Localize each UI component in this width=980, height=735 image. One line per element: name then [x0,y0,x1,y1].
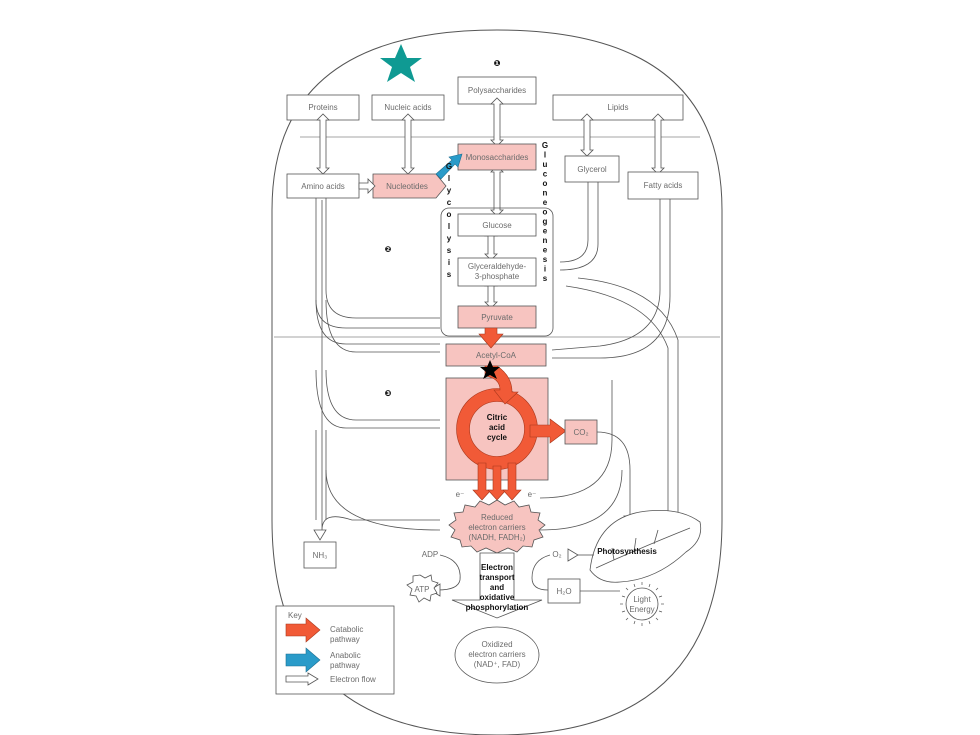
amino-to-nucleotides-arrow [358,178,376,194]
glycerol-box [564,155,620,183]
key-anabolic-1: Anabolic [330,651,361,660]
nucleotides-label: Nucleotides [386,182,428,191]
atp-label: ATP [415,585,430,594]
gluconeogenesis-vertical-label: Gluconeogenesis [541,141,550,284]
proteins-label: Proteins [308,103,337,112]
black-star-icon [480,360,500,379]
cycle-electron-arrows [472,462,522,501]
fatty-acids-box [627,171,699,200]
g3p-label-2: 3-phosphate [475,272,520,281]
anabolic-key-arrow-icon [285,647,321,673]
o2-arrow-head [567,548,579,562]
teal-star-icon [380,44,422,82]
co2-to-photosynthesis [596,431,631,520]
stage-marker-3: ❸ [385,389,392,398]
catabolic-key-arrow-icon [285,617,321,643]
key-electron-flow: Electron flow [330,675,376,684]
electron-transport-arrow [451,552,543,619]
citric-label-2: acid [489,423,505,432]
light-label-1: Light [633,595,651,604]
key-anabolic-2: pathway [330,661,360,670]
et-label-3: and [490,583,504,592]
fatty-acids-label: Fatty acids [644,181,683,190]
reduced-label-2: electron carriers [468,523,525,532]
et-label-1: Electron [481,563,513,572]
oxidized-label-3: (NAD⁺, FAD) [474,660,521,669]
sun-icon [620,582,664,626]
adp-curve [437,554,461,591]
right-connectors [551,182,679,541]
oxidized-carriers-ellipse [454,626,540,684]
glycolysis-vertical-label: Glycolysis [445,162,454,282]
nucleotides-box [372,173,447,199]
lipids-box [552,94,684,121]
pyruvate-label: Pyruvate [481,313,513,322]
h2o-box [547,578,581,604]
key-title: Key [288,611,302,620]
co2-label: CO₂ [573,428,588,437]
electron-right-label: e⁻ [528,490,537,499]
stage-marker-1: ❶ [494,59,501,68]
acetyl-coa-label: Acetyl-CoA [476,351,517,360]
double-arrows [316,97,665,309]
citric-cycle-ring-inner [469,401,525,457]
light-label-2: Energy [629,605,654,614]
glucose-box [457,213,537,237]
pyruvate-to-acetyl-arrow [478,327,504,349]
glucose-label: Glucose [482,221,512,230]
citric-label-1: Citric [487,413,508,422]
stage-marker-2: ❷ [385,245,392,254]
h2o-label: H₂O [556,587,571,596]
nh3-label: NH₃ [313,551,328,560]
electron-left-label: e⁻ [456,490,465,499]
oxidized-label-1: Oxidized [481,640,512,649]
glycerol-label: Glycerol [577,165,607,174]
reduced-label-1: Reduced [481,513,513,522]
atp-burst [406,574,439,603]
g3p-box [457,257,537,287]
key-catabolic-1: Catabolic [330,625,363,634]
photosynthesis-label: Photosynthesis [597,547,657,556]
et-label-2: transport [479,573,514,582]
cell-outline [271,29,723,735]
et-label-4: oxidative [480,593,515,602]
key-catabolic-2: pathway [330,635,360,644]
citric-label-3: cycle [487,433,508,442]
o2-label: O₂ [552,550,561,559]
amino-acids-label: Amino acids [301,182,345,191]
o2-curve [531,554,551,591]
cycle-to-co2-arrow [529,418,567,444]
oxidized-label-2: electron carriers [468,650,525,659]
monosaccharides-label: Monosaccharides [466,153,529,162]
co2-box [564,419,598,445]
electron-flow-key-arrow-icon [285,672,319,686]
nh3-box [303,541,337,569]
polysaccharides-label: Polysaccharides [468,86,526,95]
adp-label: ADP [422,550,438,559]
to-nh3-arrow [313,529,327,541]
reduced-label-3: (NADH, FADH₂) [469,533,526,542]
lipids-label: Lipids [608,103,629,112]
nucleic-acids-label: Nucleic acids [384,103,431,112]
anabolic-arrow-icon [435,153,463,180]
et-label-5: phosphorylation [466,603,529,612]
g3p-label-1: Glyceraldehyde- [468,262,527,271]
